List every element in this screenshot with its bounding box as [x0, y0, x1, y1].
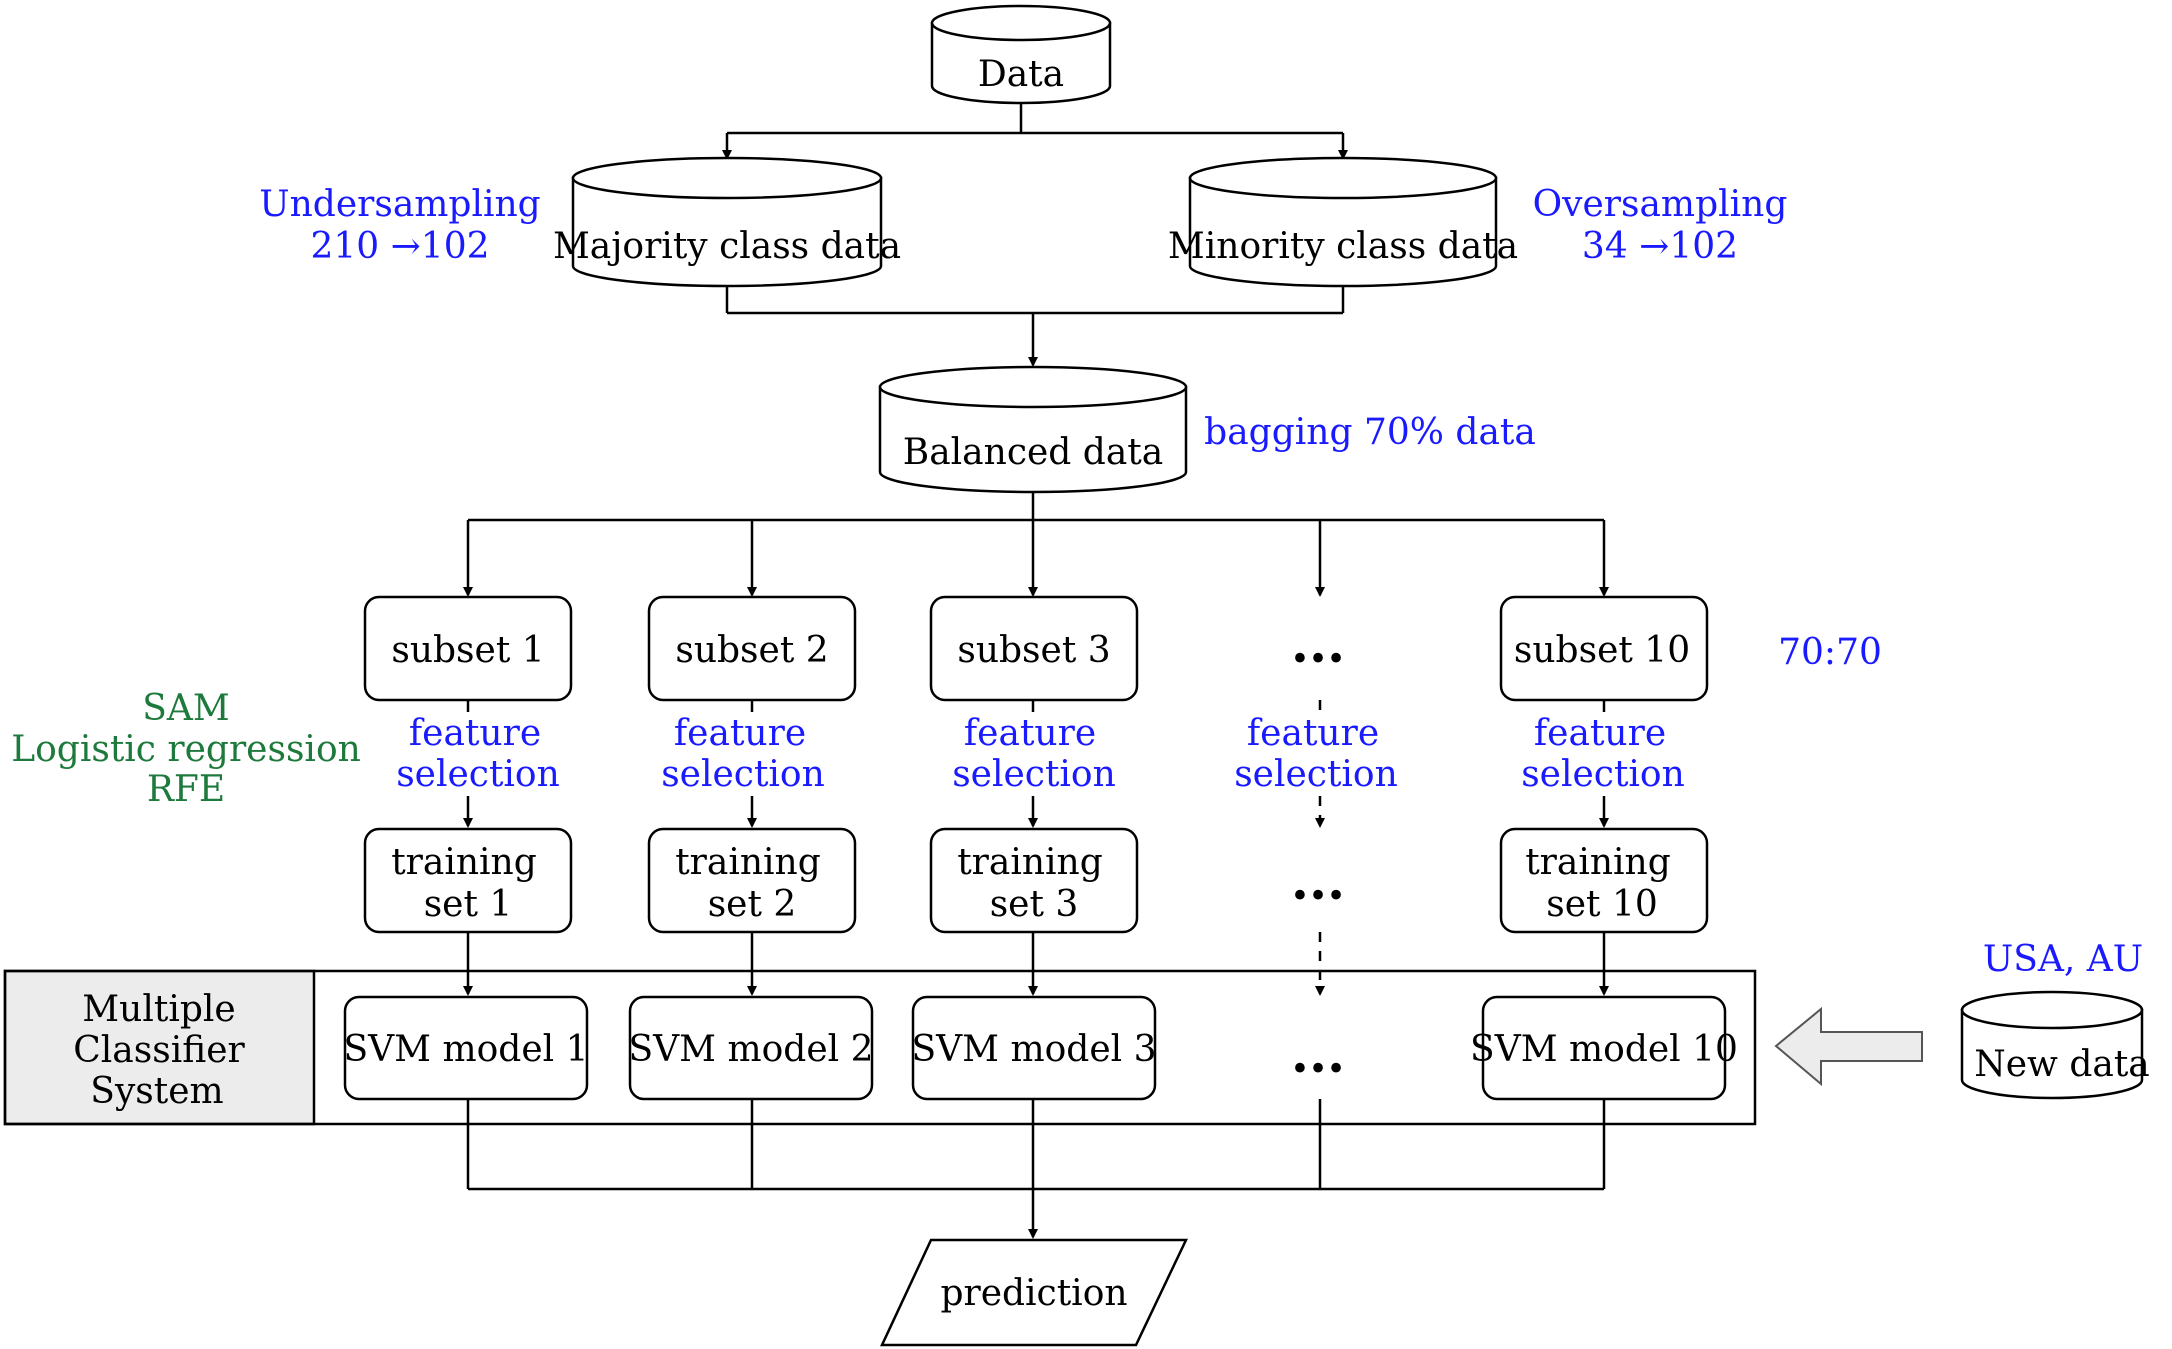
- training-set-1-box: [363, 827, 573, 934]
- feature-selection-10-line1: feature: [1534, 713, 1666, 754]
- training-set-10-box: [1499, 827, 1709, 934]
- training-set-2-line2: set 2: [708, 884, 797, 925]
- feature-selection-3-line2: selection: [952, 754, 1116, 795]
- column-2: subset 2 feature selection training set …: [628, 595, 874, 1101]
- mcs-label-line3: System: [90, 1071, 223, 1112]
- training-set-1-line1: training: [391, 842, 537, 883]
- training-set-1-line2: set 1: [424, 884, 513, 925]
- data-label: Data: [978, 54, 1064, 95]
- training-set-3-box: [929, 827, 1139, 934]
- feature-selection-1-line2: selection: [396, 754, 560, 795]
- svm-model-10-label: SVM model 10: [1470, 1029, 1738, 1070]
- feature-selection-2-line2: selection: [661, 754, 825, 795]
- minority-class-label: Minority class data: [1168, 226, 1518, 267]
- method-logistic-regression: Logistic regression: [11, 729, 361, 770]
- subset-10-label: subset 10: [1514, 630, 1690, 671]
- svm-model-1-label: SVM model 1: [344, 1029, 589, 1070]
- subset-10-box: [1499, 595, 1709, 702]
- input-arrow-icon: [1774, 1006, 1923, 1087]
- majority-class-node: Majority class data: [553, 156, 901, 288]
- column-1: subset 1 feature selection training set …: [343, 595, 589, 1101]
- column-3: subset 3 feature selection training set …: [911, 595, 1157, 1101]
- oversampling-count: 34 →102: [1582, 226, 1738, 267]
- mcs-label-line2: Classifier: [73, 1030, 245, 1071]
- feature-selection-2-line1: feature: [674, 713, 806, 754]
- svm-model-3-box: [911, 995, 1157, 1101]
- balanced-data-label: Balanced data: [903, 432, 1163, 473]
- training-set-3-line2: set 3: [990, 884, 1079, 925]
- new-data-node: New data: [1960, 990, 2150, 1100]
- majority-class-label: Majority class data: [553, 226, 901, 267]
- training-set-10-line2: set 10: [1546, 884, 1658, 925]
- subset-ellipsis: ...: [1291, 614, 1345, 675]
- subset-2-label: subset 2: [675, 630, 828, 671]
- svm-model-3-label: SVM model 3: [912, 1029, 1157, 1070]
- training-set-2-box: [647, 827, 857, 934]
- prediction-label: prediction: [940, 1273, 1127, 1314]
- multiple-classifier-system: Multiple Classifier System: [3, 969, 1757, 1126]
- data-node: Data: [930, 4, 1112, 105]
- oversampling-label: Oversampling: [1533, 184, 1788, 225]
- feature-selection-3-line1: feature: [964, 713, 1096, 754]
- bagging-label: bagging 70% data: [1204, 412, 1536, 453]
- svm-model-10-box: [1481, 995, 1727, 1101]
- feature-selection-10-line2: selection: [1521, 754, 1685, 795]
- mcs-container-border: [3, 969, 1757, 1126]
- mcs-label-panel: [3, 969, 316, 1126]
- subset-2-box: [647, 595, 857, 702]
- training-set-2-line1: training: [675, 842, 821, 883]
- balanced-data-node: Balanced data: [878, 365, 1188, 494]
- undersampling-count: 210 →102: [310, 226, 489, 267]
- annotations: Undersampling 210 →102 Oversampling 34 →…: [11, 184, 2143, 980]
- method-rfe: RFE: [147, 769, 225, 810]
- method-sam: SAM: [142, 688, 230, 729]
- mcs-label-line1: Multiple: [82, 989, 235, 1030]
- svm-model-2-box: [628, 995, 874, 1101]
- training-set-ellipsis: ...: [1291, 851, 1345, 912]
- undersampling-label: Undersampling: [259, 184, 540, 225]
- svm-model-2-label: SVM model 2: [629, 1029, 874, 1070]
- svm-model-1-box: [343, 995, 589, 1101]
- column-10: subset 10 feature selection training set…: [1470, 595, 1738, 1101]
- subset-1-label: subset 1: [391, 630, 544, 671]
- minority-class-node: Minority class data: [1168, 156, 1518, 288]
- new-data-label: New data: [1974, 1044, 2150, 1085]
- feature-selection-ellipsis-line1: feature: [1247, 713, 1379, 754]
- subset-3-box: [929, 595, 1139, 702]
- svm-model-ellipsis: ...: [1291, 1024, 1345, 1085]
- feature-selection-ellipsis-line2: selection: [1234, 754, 1398, 795]
- prediction-node: prediction: [880, 1238, 1188, 1347]
- subset-3-label: subset 3: [957, 630, 1110, 671]
- training-set-3-line1: training: [957, 842, 1103, 883]
- ratio-label: 70:70: [1778, 632, 1882, 673]
- training-set-10-line1: training: [1525, 842, 1671, 883]
- subset-1-box: [363, 595, 573, 702]
- feature-selection-1-line1: feature: [409, 713, 541, 754]
- column-ellipsis: ... feature selection ... ...: [1234, 614, 1398, 1085]
- connectors: [463, 103, 1609, 1239]
- usa-au-label: USA, AU: [1983, 939, 2143, 980]
